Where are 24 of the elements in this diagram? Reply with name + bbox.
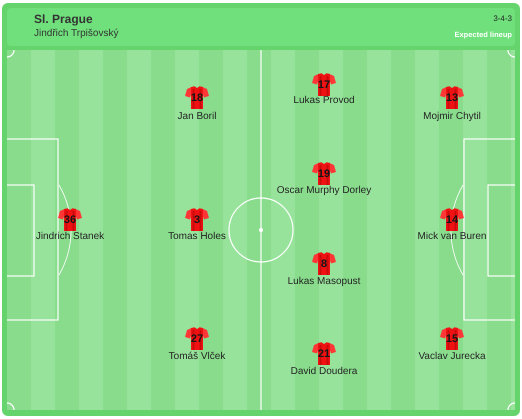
jersey-number: 15 <box>446 332 458 346</box>
player-name: Vaclav Jurecka <box>418 351 486 363</box>
jersey-number: 19 <box>318 168 330 180</box>
player-name: Tomas Holes <box>168 231 226 243</box>
team-name: Sl. Prague <box>34 12 93 26</box>
player-name: Oscar Murphy Dorley <box>276 185 372 197</box>
jersey-number: 36 <box>64 214 76 226</box>
player-name: Lukas Masopust <box>288 276 360 288</box>
jersey-number: 3 <box>194 214 200 226</box>
player-name: Tomáš Vlček <box>168 351 226 363</box>
jersey-number: 17 <box>318 78 330 92</box>
player-name: Lukas Provod <box>293 95 355 107</box>
formation-label: 3-4-3 <box>493 14 512 24</box>
jersey-number: 27 <box>190 332 204 346</box>
jersey-number: 8 <box>320 258 328 270</box>
jersey-number: 21 <box>318 348 330 360</box>
player-name: Mojmir Chytil <box>423 111 481 123</box>
player-name: Jan Boril <box>178 111 216 123</box>
player-name: David Doudera <box>290 366 358 378</box>
jersey-number: 18 <box>190 92 204 104</box>
jersey-number: 13 <box>446 92 458 104</box>
player-name: Jindrich Stanek <box>36 231 104 243</box>
coach-name: Jindřich Trpišovský <box>34 28 118 40</box>
jersey-number: 14 <box>446 214 458 226</box>
